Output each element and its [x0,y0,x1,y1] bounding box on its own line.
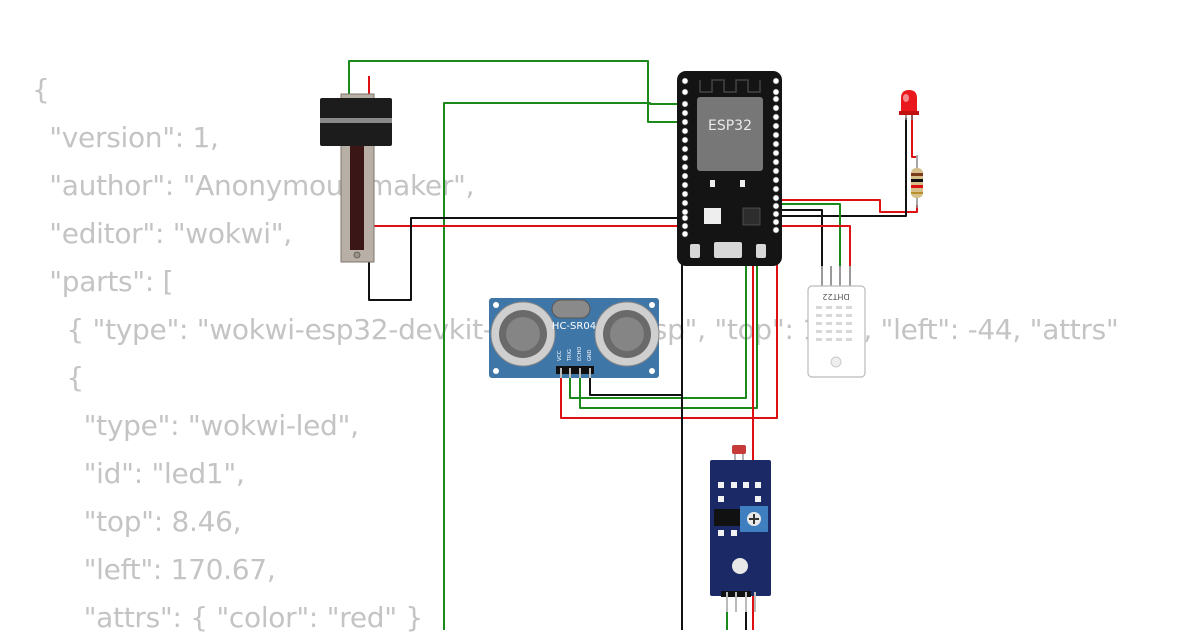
wire-dht-red[interactable] [781,225,851,266]
wire-resistor-red[interactable] [781,199,918,213]
hc-sr04-pin-echo: ECHO [577,347,583,361]
hc-sr04-pin-gnd: GND [587,349,593,361]
wire-pot-sig[interactable] [348,60,685,123]
esp32-pins-right [772,77,780,234]
dht22-label: DHT22 [822,292,849,301]
wire-hcsr04-gnd[interactable] [589,375,681,396]
wire-dht-black[interactable] [781,209,823,266]
resistor-icon[interactable] [911,155,923,208]
wire-hcsr04-vcc[interactable] [560,226,778,419]
wire-led-red[interactable] [911,110,916,158]
wire-hcsr04-trig[interactable] [569,224,747,399]
esp32-board-icon[interactable]: ESP32 [677,71,782,266]
hc-sr04-pin-vcc: VCC [557,350,563,361]
wire-led-black[interactable] [781,118,907,217]
esp32-label: ESP32 [708,118,752,134]
hc-sr04-sensor-icon[interactable]: HC-SR04 VCC TRIG ECHO GND [489,298,660,378]
led-icon[interactable] [899,90,919,120]
dht22-sensor-icon[interactable]: DHT22 [807,266,866,378]
hc-sr04-label: HC-SR04 [552,321,596,332]
wire-hcsr04-echo[interactable] [579,230,758,409]
hc-sr04-pin-trig: TRIG [567,349,573,362]
wire-pot-gnd[interactable] [368,217,685,301]
wire-dht-green[interactable] [781,203,841,266]
wire-esp-gnd-down[interactable] [681,233,685,630]
wire-ldr-green-rail[interactable] [443,102,685,630]
slide-potentiometer-icon[interactable] [320,93,392,263]
ldr-module-icon[interactable] [710,445,771,612]
wire-pot-vcc[interactable] [368,76,685,227]
esp32-pins-left [681,77,689,238]
